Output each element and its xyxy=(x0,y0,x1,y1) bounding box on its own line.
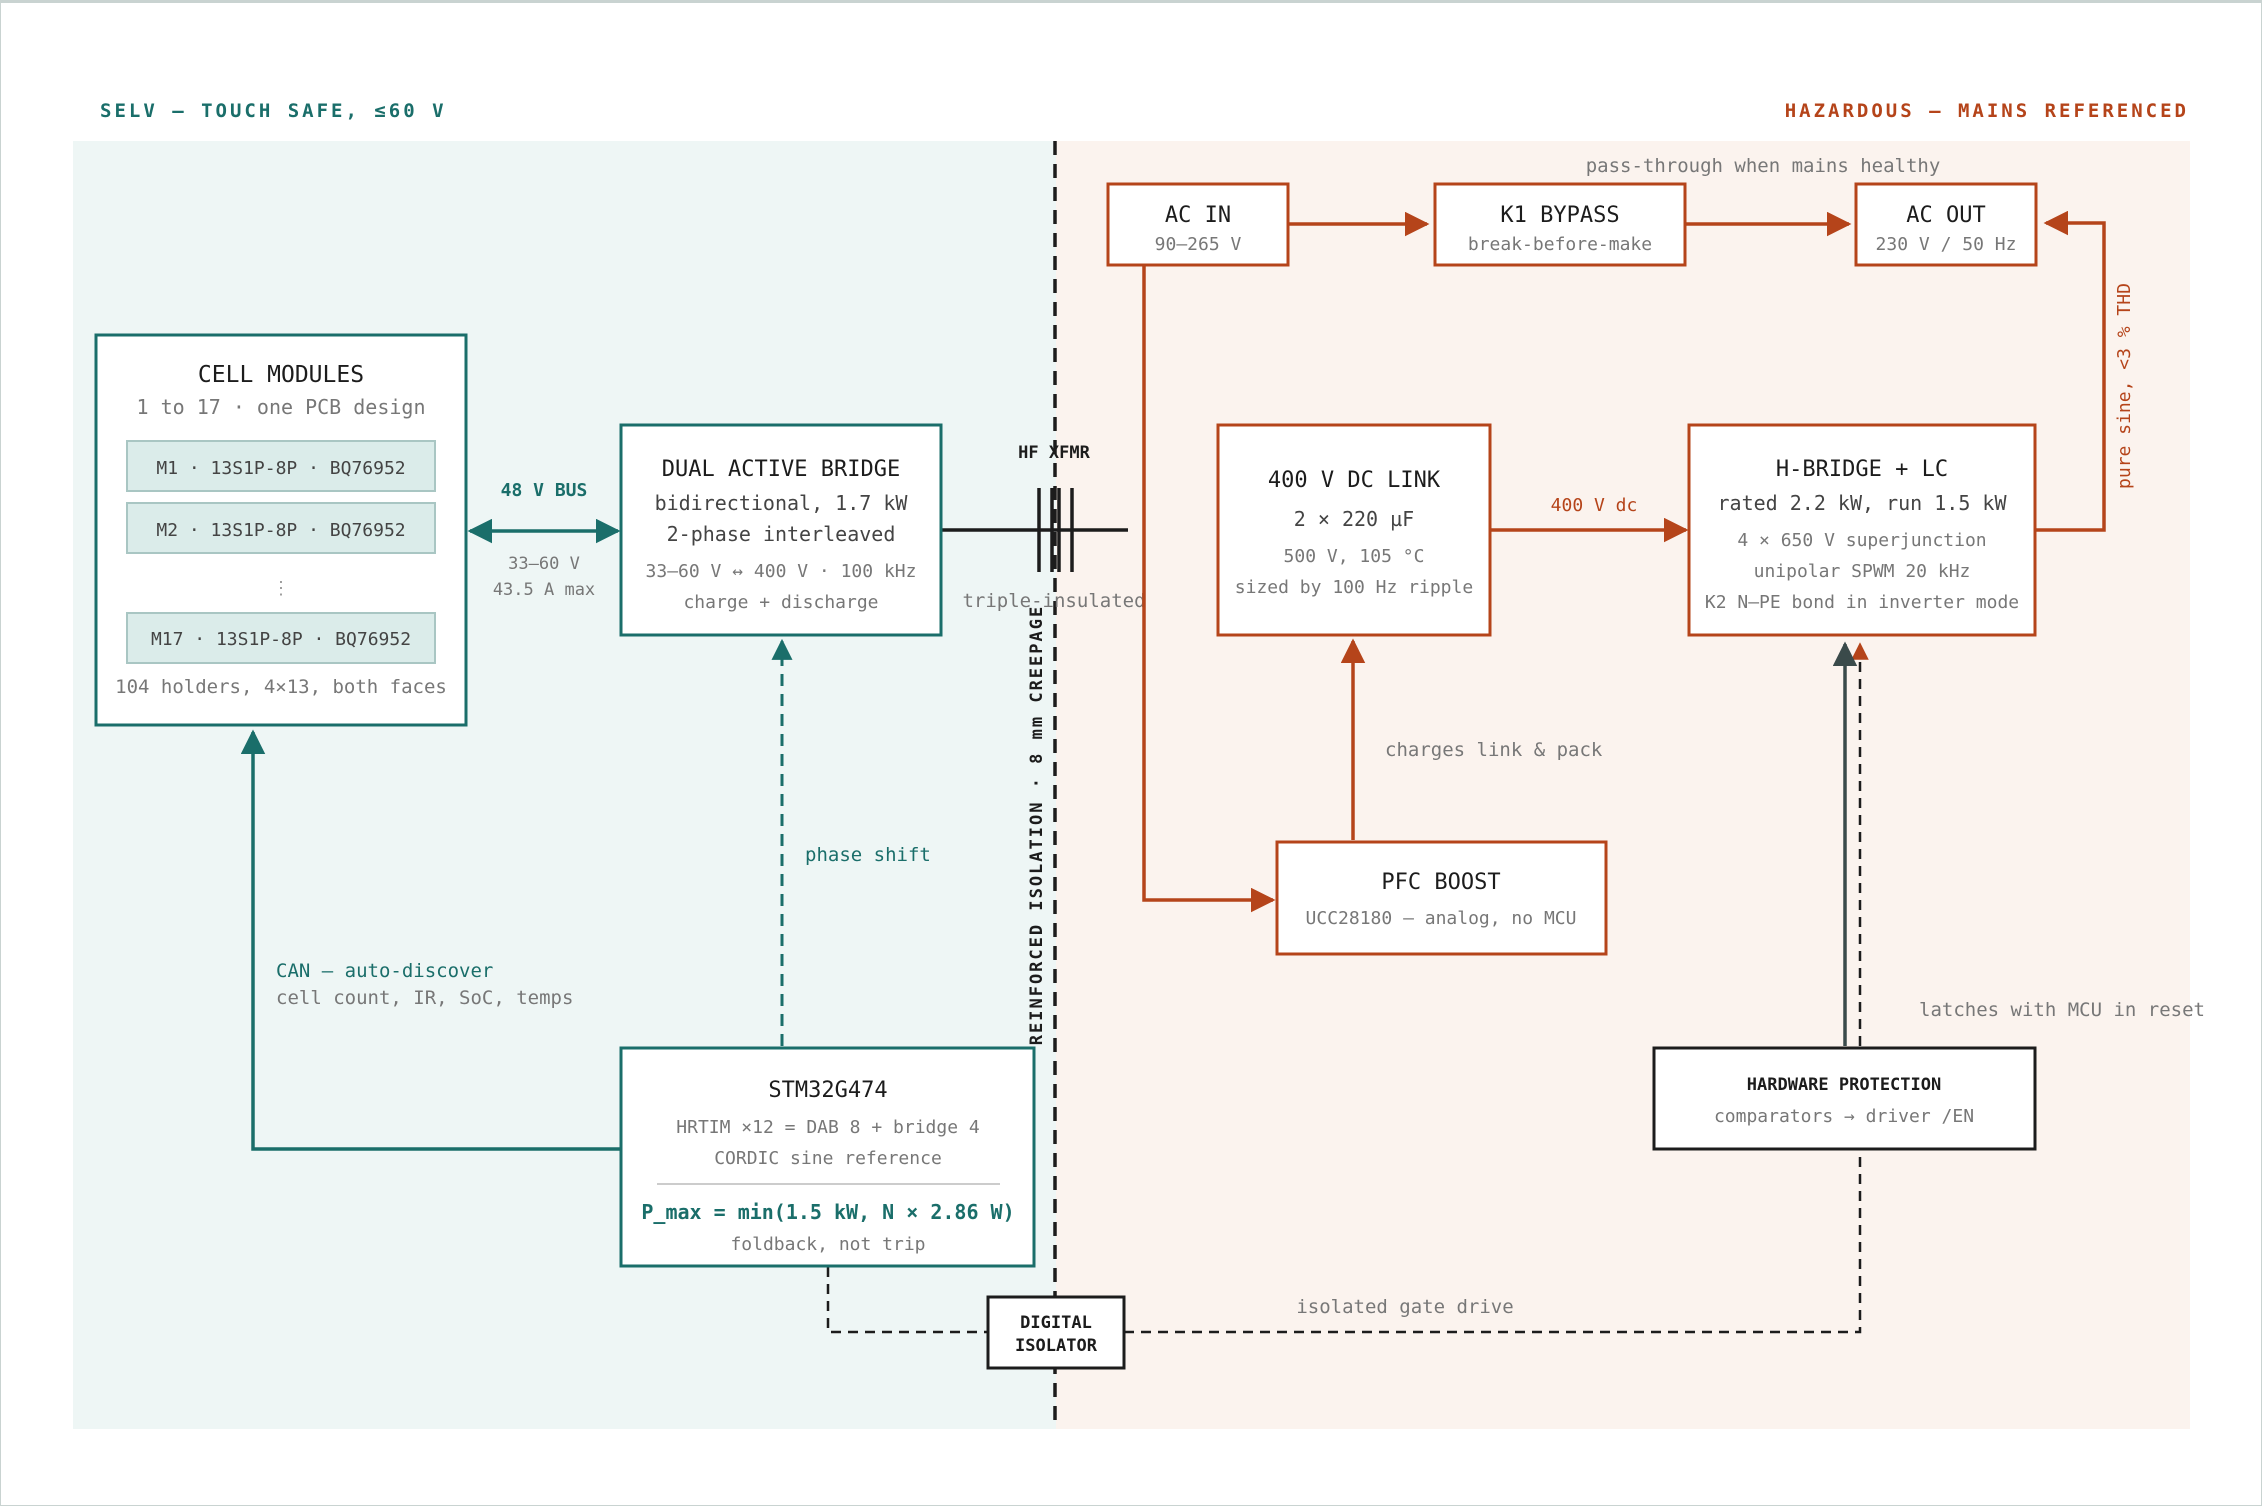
ac-in-block: AC IN 90–265 V xyxy=(1106,182,1290,267)
ac-output-quality-label: pure sine, <3 % THD xyxy=(2114,283,2135,489)
hazard-zone-label: HAZARDOUS — MAINS REFERENCED xyxy=(1785,100,2189,122)
dc-link-title: 400 V DC LINK xyxy=(1268,468,1441,493)
bus-current-max: 43.5 A max xyxy=(493,580,595,600)
protection-sub: comparators → driver /EN xyxy=(1714,1106,1974,1127)
dab-line2: 2-phase interleaved xyxy=(667,522,896,546)
h-bridge-block: H-BRIDGE + LC rated 2.2 kW, run 1.5 kW 4… xyxy=(1687,423,2037,637)
k1-bypass-block: K1 BYPASS break-before-make xyxy=(1433,182,1687,267)
hbridge-title: H-BRIDGE + LC xyxy=(1776,457,1948,482)
module-m1-label: M1 · 13S1P-8P · BQ76952 xyxy=(156,458,405,479)
dc-link-output-label: 400 V dc xyxy=(1551,495,1638,516)
hazard-zone xyxy=(1056,141,2190,1429)
bus-voltage-range: 33–60 V xyxy=(508,554,580,574)
protection-title: HARDWARE PROTECTION xyxy=(1747,1075,1941,1095)
module-m1 xyxy=(126,440,436,492)
ac-in-sub: 90–265 V xyxy=(1155,234,1242,255)
dab-line4: charge + discharge xyxy=(683,592,878,613)
can-bus-label: CAN — auto-discover xyxy=(276,960,493,982)
k1-sub: break-before-make xyxy=(1468,234,1652,255)
protection-latch-note: latches with MCU in reset xyxy=(1919,999,2205,1021)
dc-link-block: 400 V DC LINK 2 × 220 µF 500 V, 105 °C s… xyxy=(1216,423,1492,637)
cell-modules-title: CELL MODULES xyxy=(198,362,364,388)
ac-out-sub: 230 V / 50 Hz xyxy=(1876,234,2017,255)
ac-in-to-pfc-arrow xyxy=(1142,264,1276,913)
dab-title: DUAL ACTIVE BRIDGE xyxy=(662,457,900,482)
module-m2-label: M2 · 13S1P-8P · BQ76952 xyxy=(156,520,405,541)
bus-48v-label: 48 V BUS xyxy=(501,480,588,501)
k1-bypass-note: pass-through when mains healthy xyxy=(1586,155,1941,177)
xfmr-insulation-note: triple-insulated xyxy=(962,590,1145,612)
mcu-block: STM32G474 HRTIM ×12 = DAB 8 + bridge 4 C… xyxy=(619,1046,1036,1268)
mcu-to-cells-can-arrow xyxy=(240,729,621,1151)
dab-line1: bidirectional, 1.7 kW xyxy=(655,491,909,515)
pfc-title: PFC BOOST xyxy=(1381,870,1500,895)
ac-in-title: AC IN xyxy=(1165,203,1231,228)
phase-shift-label: phase shift xyxy=(805,844,931,866)
cell-modules-block: CELL MODULES 1 to 17 · one PCB design M1… xyxy=(94,333,468,727)
dc-link-line3: sized by 100 Hz ripple xyxy=(1235,577,1473,598)
mcu-power-formula: P_max = min(1.5 kW, N × 2.86 W) xyxy=(641,1200,1014,1224)
cell-modules-footer: 104 holders, 4×13, both faces xyxy=(115,676,447,698)
isolator-line2: ISOLATOR xyxy=(1015,1336,1098,1356)
hf-xfmr-label: HF XFMR xyxy=(1018,443,1090,463)
module-m2 xyxy=(126,502,436,554)
pfc-sub: UCC28180 — analog, no MCU xyxy=(1306,908,1577,929)
cell-modules-subtitle: 1 to 17 · one PCB design xyxy=(137,395,426,419)
dab-line3: 33–60 V ↔ 400 V · 100 kHz xyxy=(646,561,917,582)
dc-link-line1: 2 × 220 µF xyxy=(1294,507,1414,531)
isolated-gate-drive-label: isolated gate drive xyxy=(1296,1296,1513,1318)
mcu-line3: foldback, not trip xyxy=(730,1234,925,1255)
isolation-barrier-label: REINFORCED ISOLATION · 8 mm CREEPAGE xyxy=(1027,605,1047,1045)
dual-active-bridge-block: DUAL ACTIVE BRIDGE bidirectional, 1.7 kW… xyxy=(619,423,943,637)
can-bus-detail: cell count, IR, SoC, temps xyxy=(276,987,573,1009)
dc-link-line2: 500 V, 105 °C xyxy=(1284,546,1425,567)
module-m17 xyxy=(126,612,436,664)
k1-title: K1 BYPASS xyxy=(1500,203,1619,228)
hbridge-line4: K2 N–PE bond in inverter mode xyxy=(1705,592,2019,613)
mcu-title: STM32G474 xyxy=(768,1078,887,1103)
ac-out-block: AC OUT 230 V / 50 Hz xyxy=(1854,182,2038,267)
hbridge-line1: rated 2.2 kW, run 1.5 kW xyxy=(1718,491,2008,515)
mcu-to-isolator-line xyxy=(826,1267,988,1334)
module-ellipsis: ⋮ xyxy=(272,578,290,599)
hardware-protection-block: HARDWARE PROTECTION comparators → driver… xyxy=(1652,1046,2037,1151)
hf-transformer-icon xyxy=(1037,488,1074,572)
module-m17-label: M17 · 13S1P-8P · BQ76952 xyxy=(151,629,411,650)
selv-zone-label: SELV — TOUCH SAFE, ≤60 V xyxy=(100,100,447,122)
pfc-charge-note: charges link & pack xyxy=(1385,739,1603,761)
pfc-boost-block: PFC BOOST UCC28180 — analog, no MCU xyxy=(1275,840,1608,956)
digital-isolator-block: DIGITAL ISOLATOR xyxy=(986,1295,1126,1370)
mcu-line2: CORDIC sine reference xyxy=(714,1148,942,1169)
hbridge-line3: unipolar SPWM 20 kHz xyxy=(1754,561,1971,582)
isolated-gate-drive-line xyxy=(1124,1150,1862,1334)
hbridge-to-ac-out-arrow xyxy=(2035,210,2106,532)
mcu-line1: HRTIM ×12 = DAB 8 + bridge 4 xyxy=(676,1117,979,1138)
hbridge-line2: 4 × 650 V superjunction xyxy=(1737,530,1986,551)
isolator-line1: DIGITAL xyxy=(1020,1313,1092,1333)
ac-out-title: AC OUT xyxy=(1906,203,1985,228)
